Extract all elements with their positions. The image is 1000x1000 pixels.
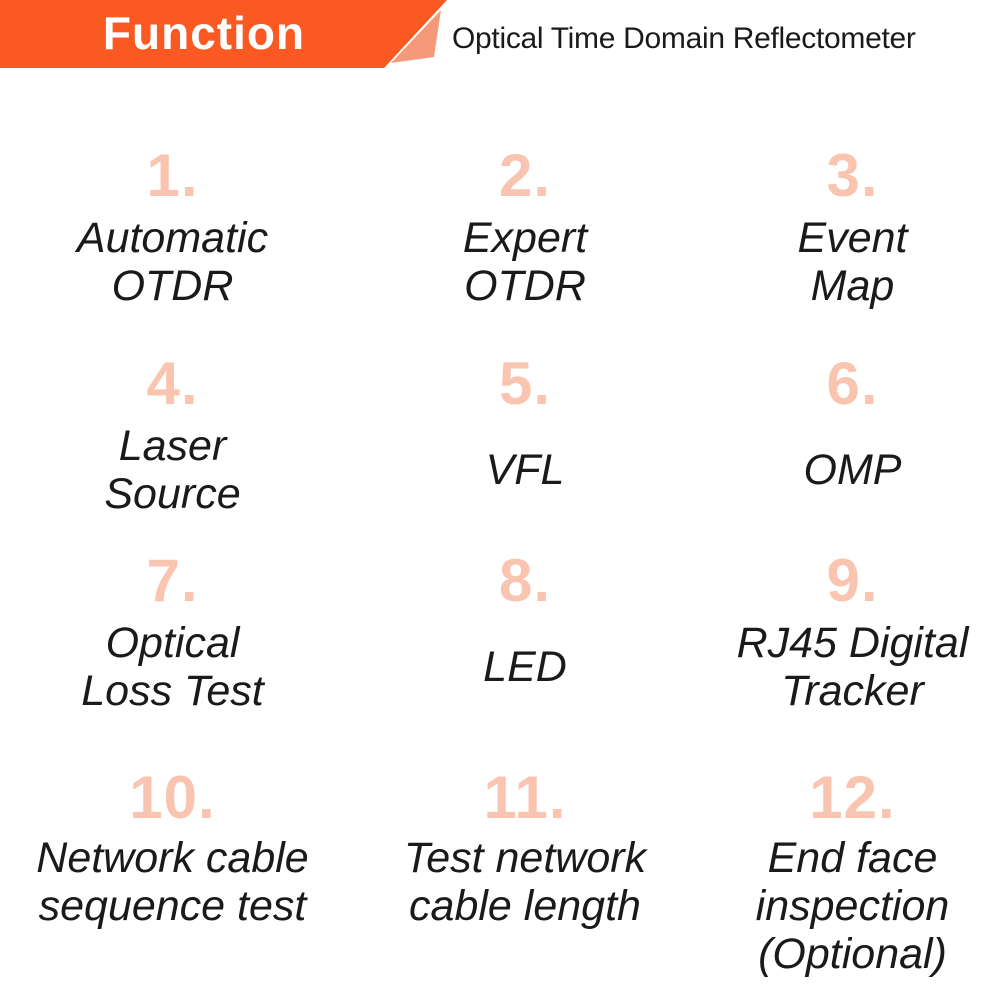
feature-text-line: Loss Test	[81, 667, 264, 715]
feature-number: 12.	[809, 764, 896, 831]
feature-number: 8.	[498, 547, 552, 614]
feature-item-5: 5. VFL	[345, 348, 705, 545]
feature-number: 10.	[129, 764, 216, 831]
feature-text-line: Test network	[403, 834, 647, 882]
feature-text: OMP	[804, 420, 902, 520]
feature-item-6: 6. OMP	[705, 348, 1000, 545]
banner-main-shape	[0, 0, 447, 68]
feature-text-line: Automatic	[76, 214, 269, 262]
feature-text-line: Map	[810, 262, 895, 310]
feature-text-line: Event	[797, 214, 908, 262]
feature-number: 1.	[146, 142, 199, 209]
page-title: Optical Time Domain Reflectometer	[452, 22, 916, 55]
feature-text-line: OTDR	[111, 262, 234, 310]
feature-text-line: cable length	[409, 882, 641, 930]
feature-text-line: OTDR	[464, 262, 586, 310]
banner-fold-accent	[391, 10, 441, 63]
feature-text-line: (Optional)	[758, 930, 947, 978]
feature-text-line: OMP	[803, 446, 902, 494]
feature-text-line: sequence test	[38, 882, 307, 930]
feature-number: 2.	[498, 142, 552, 209]
feature-item-8: 8. LED	[345, 545, 705, 762]
feature-text-line: Optical	[105, 619, 240, 667]
banner-label: Function	[102, 7, 306, 59]
feature-number: 4.	[146, 350, 199, 417]
banner-shape	[0, 0, 447, 68]
feature-number: 5.	[498, 350, 552, 417]
feature-number: 6.	[826, 350, 879, 417]
header: Function Optical Time Domain Reflectomet…	[0, 0, 1000, 80]
feature-text-line: Expert	[462, 214, 588, 262]
feature-text-line: inspection	[755, 882, 950, 930]
feature-number: 7.	[146, 547, 199, 614]
feature-text-line: End face	[767, 834, 938, 882]
feature-text-line: Laser	[118, 422, 227, 470]
feature-number: 9.	[826, 547, 879, 614]
feature-text-line: Source	[104, 470, 241, 518]
feature-text: VFL	[486, 420, 565, 520]
feature-number: 3.	[826, 142, 879, 209]
feature-text-line: Tracker	[781, 667, 924, 715]
feature-text-line: LED	[483, 643, 567, 691]
feature-number: 11.	[483, 764, 567, 831]
feature-text-line: RJ45 Digital	[736, 619, 969, 667]
feature-text-line: VFL	[485, 446, 565, 494]
feature-text: LED	[483, 617, 567, 717]
feature-text-line: Network cable	[36, 834, 309, 882]
